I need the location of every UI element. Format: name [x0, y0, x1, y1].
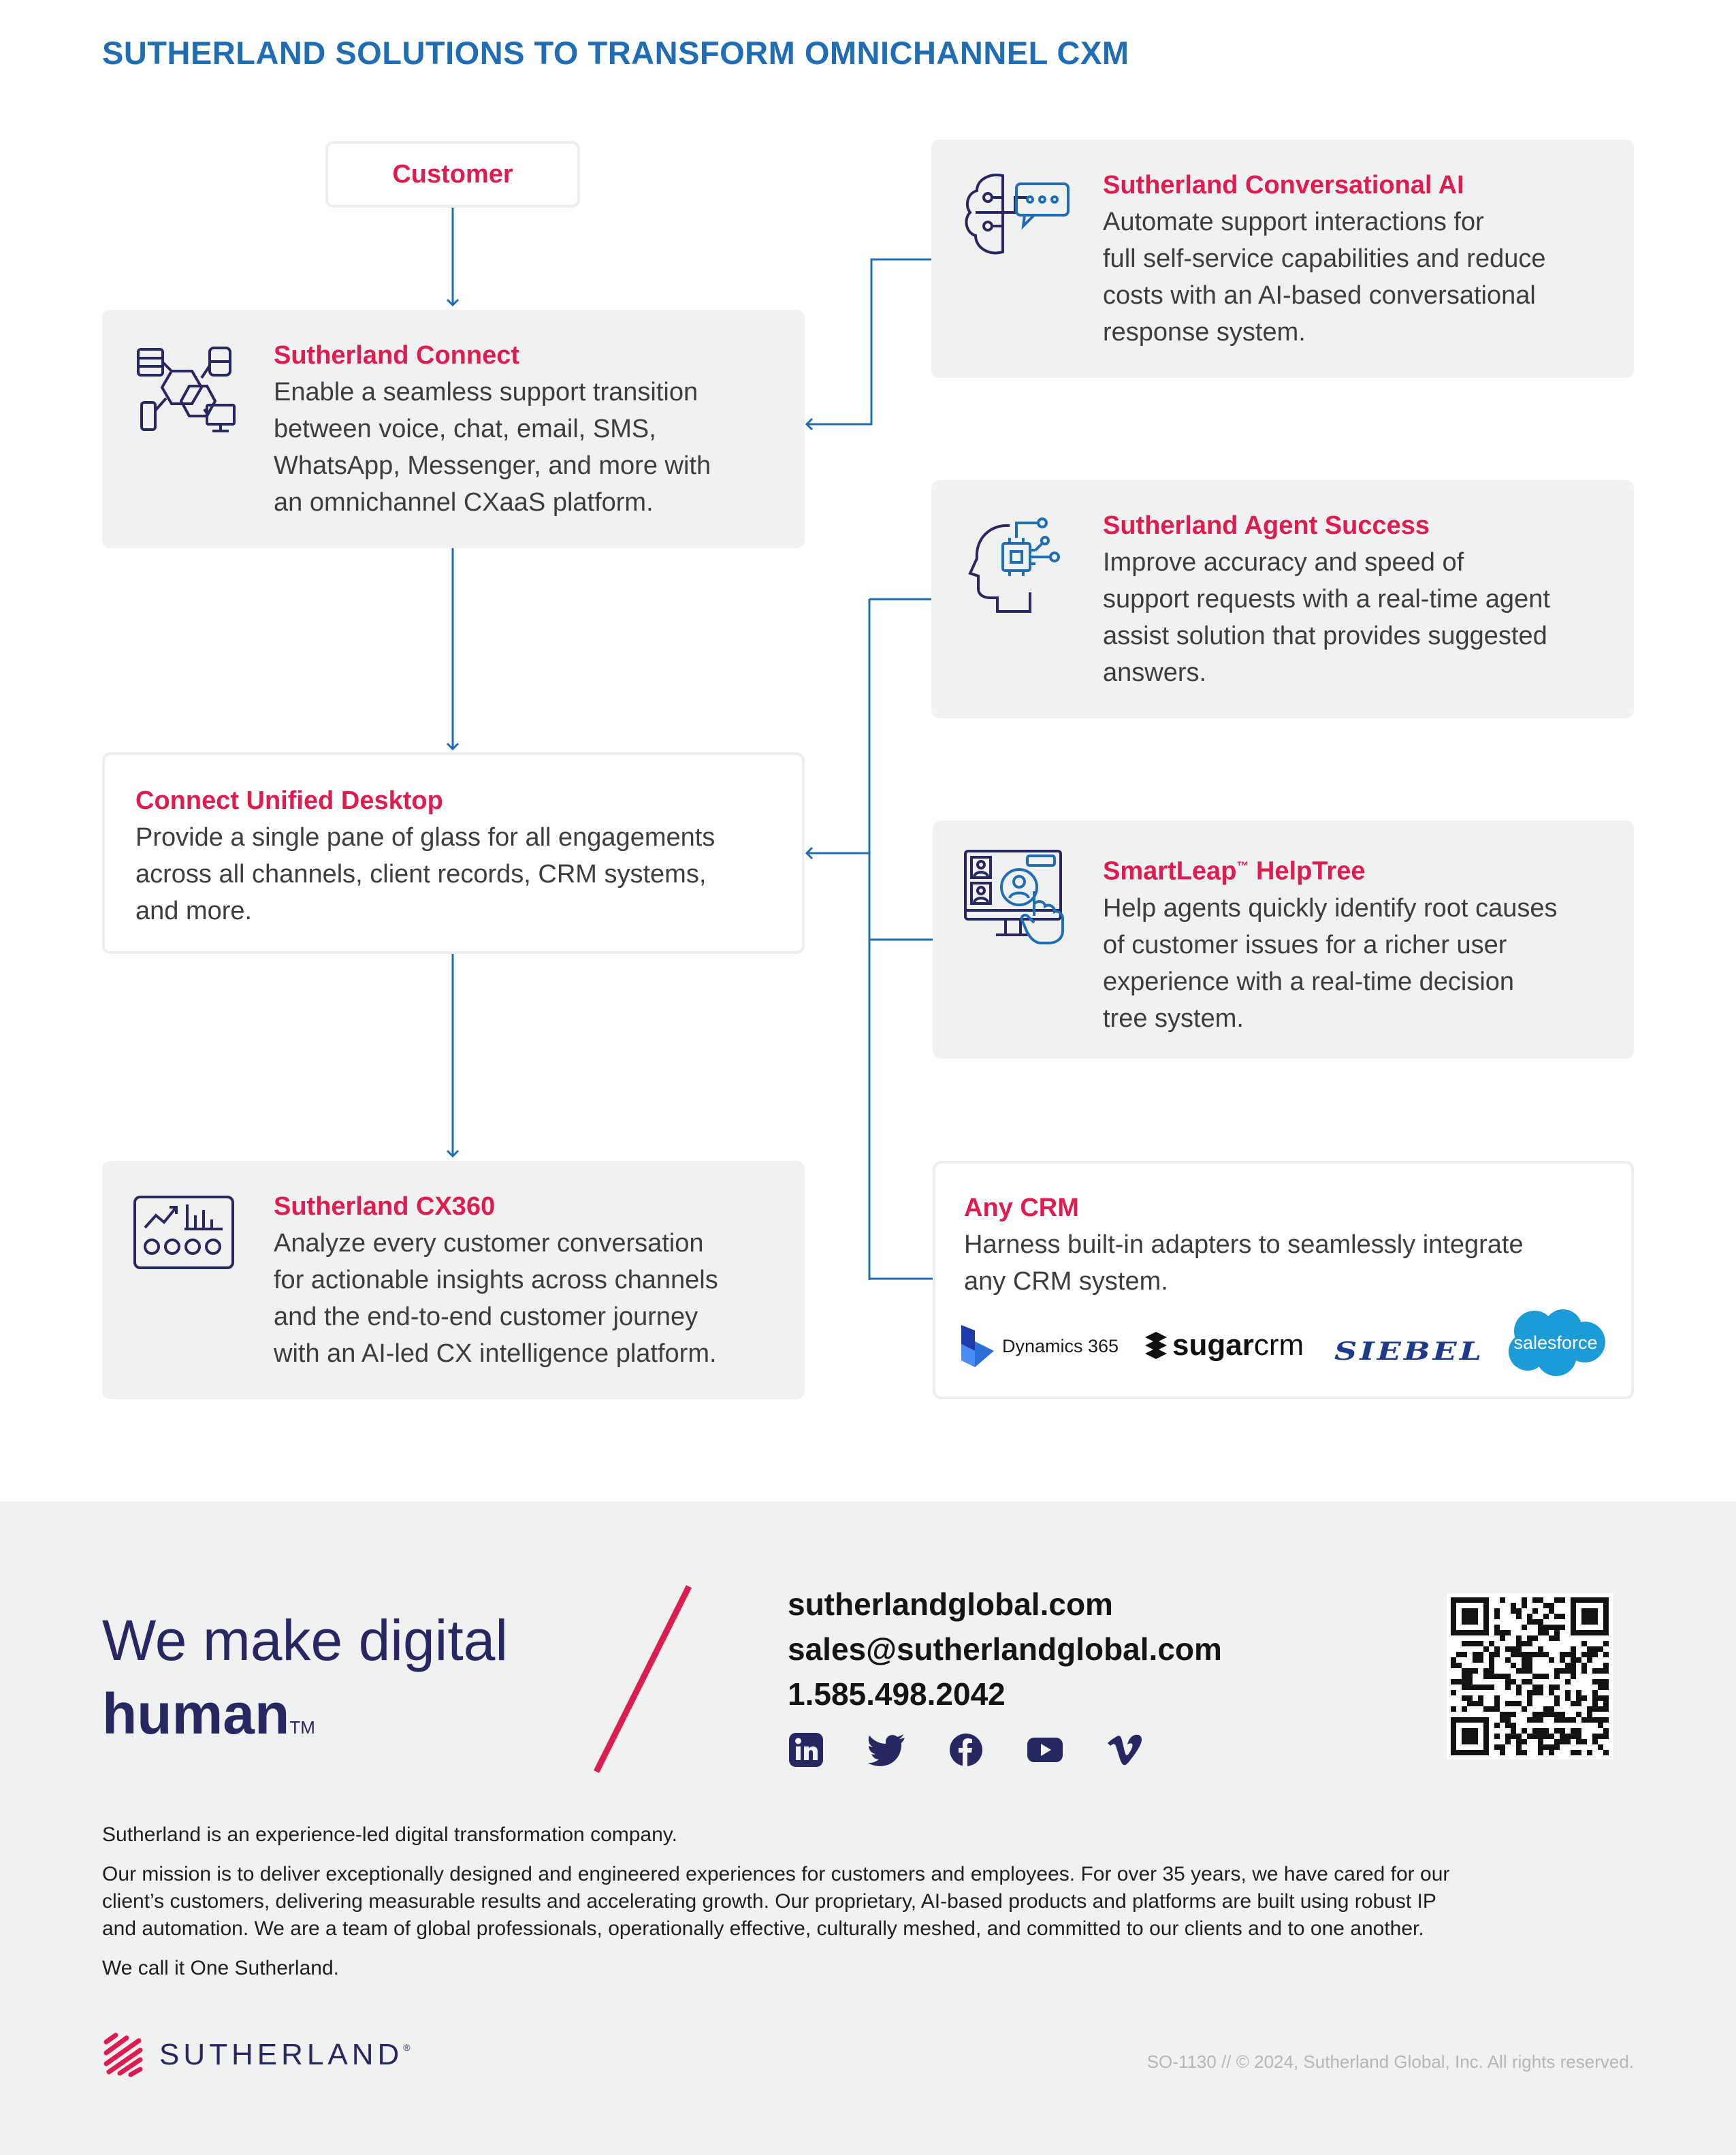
cx360-line: and the end-to-end customer journey [274, 1303, 698, 1331]
slogan-line-2: humanTM [102, 1682, 315, 1746]
contact-block: sutherlandglobal.com sales@sutherlandglo… [788, 1582, 1222, 1717]
facebook-icon[interactable] [948, 1732, 984, 1768]
slash-divider [593, 1584, 692, 1774]
agent-line: Improve accuracy and speed of [1103, 548, 1464, 577]
desktop-line: Provide a single pane of glass for all e… [135, 823, 716, 852]
connect-line: between voice, chat, email, SMS, [274, 415, 656, 443]
sugarcrm-icon [1145, 1332, 1167, 1359]
siebel-logo: SIEBEL [1334, 1336, 1485, 1366]
conv-ai-line: Automate support interactions for [1103, 208, 1484, 236]
about-block: Sutherland is an experience-led digital … [102, 1821, 1634, 1982]
flow-connectors [446, 208, 933, 1280]
helptree-card: SmartLeap™ HelpTree Help agents quickly … [933, 820, 1634, 1059]
sutherland-logo: SUTHERLAND® [102, 2032, 411, 2077]
connect-line: WhatsApp, Messenger, and more with [274, 451, 711, 480]
youtube-icon[interactable] [1026, 1736, 1064, 1763]
vimeo-icon[interactable] [1106, 1734, 1143, 1766]
twitter-icon[interactable] [867, 1734, 906, 1766]
footer: We make digital humanTM sutherlandglobal… [0, 1501, 1736, 2155]
agent-title: Sutherland Agent Success [1103, 511, 1430, 540]
about-paragraph: Our mission is to deliver exceptionally … [102, 1863, 1450, 1940]
helptree-line: Help agents quickly identify root causes [1103, 893, 1558, 923]
helptree-line: of customer issues for a richer user [1103, 930, 1507, 959]
connect-text: Sutherland Connect Enable a seamless sup… [274, 337, 711, 521]
about-line: Sutherland is an experience-led digital … [102, 1823, 677, 1846]
cx360-line: Analyze every customer conversation [274, 1229, 704, 1258]
agent-card: Sutherland Agent Success Improve accurac… [931, 480, 1634, 718]
dynamics-icon [961, 1325, 994, 1367]
social-links [788, 1731, 1143, 1768]
crm-line: any CRM system. [964, 1267, 1168, 1296]
screen-touch-icon [964, 850, 1064, 944]
crm-title: Any CRM [964, 1194, 1079, 1222]
conv-ai-text: Sutherland Conversational AI Automate su… [1103, 167, 1546, 351]
salesforce-logo: salesforce [1505, 1307, 1607, 1379]
connect-title: Sutherland Connect [274, 341, 520, 370]
conv-ai-card: Sutherland Conversational AI Automate su… [931, 140, 1634, 378]
helptree-line: experience with a real-time decision [1103, 967, 1515, 996]
page-title: SUTHERLAND SOLUTIONS TO TRANSFORM OMNICH… [102, 35, 1129, 71]
crm-text: Any CRM Harness built-in adapters to sea… [964, 1190, 1524, 1300]
copyright: SO-1130 // © 2024, Sutherland Global, In… [1146, 2052, 1634, 2072]
helptree-title: SmartLeap™ HelpTree [1103, 857, 1366, 886]
dashboard-icon [133, 1196, 234, 1269]
customer-box: Customer [325, 141, 580, 208]
salesforce-cloud-icon [1509, 1309, 1605, 1376]
conv-ai-title: Sutherland Conversational AI [1103, 171, 1464, 199]
head-chip-icon [968, 517, 1060, 613]
connect-line: Enable a seamless support transition [274, 378, 698, 406]
brain-chat-icon [965, 174, 1070, 255]
cx360-text: Sutherland CX360 Analyze every customer … [274, 1188, 718, 1372]
dynamics-logo: Dynamics 365 [960, 1324, 1119, 1369]
qr-code[interactable] [1447, 1593, 1613, 1759]
phone-number[interactable]: 1.585.498.2042 [788, 1676, 1006, 1712]
conv-ai-line: full self-service capabilities and reduc… [1103, 244, 1546, 273]
crm-card: Any CRM Harness built-in adapters to sea… [933, 1161, 1634, 1399]
helptree-text: SmartLeap™ HelpTree Help agents quickly … [1103, 848, 1557, 1037]
cx360-line: for actionable insights across channels [274, 1266, 718, 1294]
agent-text: Sutherland Agent Success Improve accurac… [1103, 507, 1550, 691]
network-icon [137, 347, 236, 432]
about-closing: We call it One Sutherland. [102, 1957, 339, 1979]
cx360-line: with an AI-led CX intelligence platform. [274, 1339, 717, 1368]
linkedin-icon[interactable] [788, 1731, 824, 1768]
email-link[interactable]: sales@sutherlandglobal.com [788, 1631, 1222, 1667]
cx360-card: Sutherland CX360 Analyze every customer … [102, 1161, 805, 1399]
slogan: We make digital humanTM [102, 1603, 508, 1764]
desktop-line: across all channels, client records, CRM… [135, 860, 707, 889]
conv-ai-line: response system. [1103, 318, 1306, 347]
desktop-text: Connect Unified Desktop Provide a single… [135, 782, 715, 929]
desktop-card: Connect Unified Desktop Provide a single… [102, 752, 805, 954]
agent-line: assist solution that provides suggested [1103, 622, 1547, 650]
desktop-title: Connect Unified Desktop [135, 786, 443, 815]
connect-line: an omnichannel CXaaS platform. [274, 488, 654, 517]
agent-line: support requests with a real-time agent [1103, 585, 1550, 613]
agent-line: answers. [1103, 658, 1207, 687]
sutherland-mark-icon [103, 2032, 143, 2077]
helptree-line: tree system. [1103, 1004, 1244, 1033]
customer-label: Customer [392, 160, 513, 189]
website-link[interactable]: sutherlandglobal.com [788, 1586, 1113, 1622]
connect-card: Sutherland Connect Enable a seamless sup… [102, 310, 805, 548]
desktop-line: and more. [135, 897, 253, 925]
slogan-line-1: We make digital [102, 1608, 509, 1672]
conv-ai-line: costs with an AI-based conversational [1103, 281, 1536, 310]
crm-line: Harness built-in adapters to seamlessly … [964, 1230, 1524, 1259]
cx360-title: Sutherland CX360 [274, 1192, 496, 1221]
